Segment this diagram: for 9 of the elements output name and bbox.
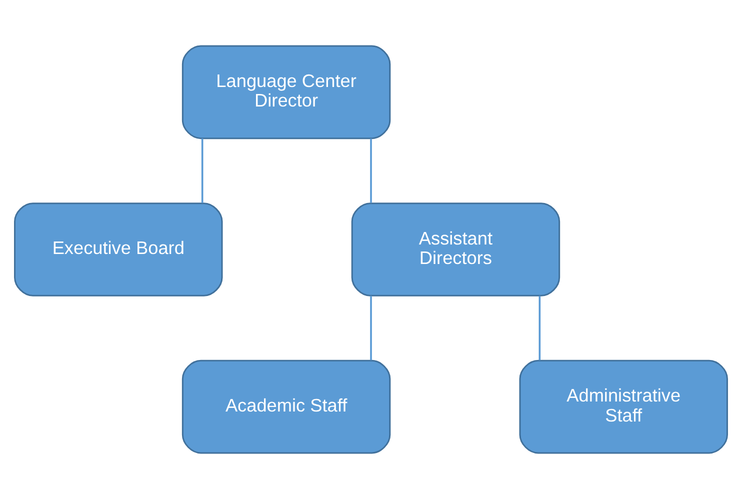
connector <box>538 295 541 360</box>
node-box: Academic Staff <box>182 359 391 454</box>
node-box: Language Center Director <box>182 44 391 139</box>
connector <box>370 138 372 202</box>
node-box: Administrative Staff <box>519 359 728 454</box>
node-box: Executive Board <box>14 202 223 296</box>
connector <box>370 295 372 360</box>
connector <box>201 138 204 202</box>
node-box: Assistant Directors <box>351 202 560 296</box>
